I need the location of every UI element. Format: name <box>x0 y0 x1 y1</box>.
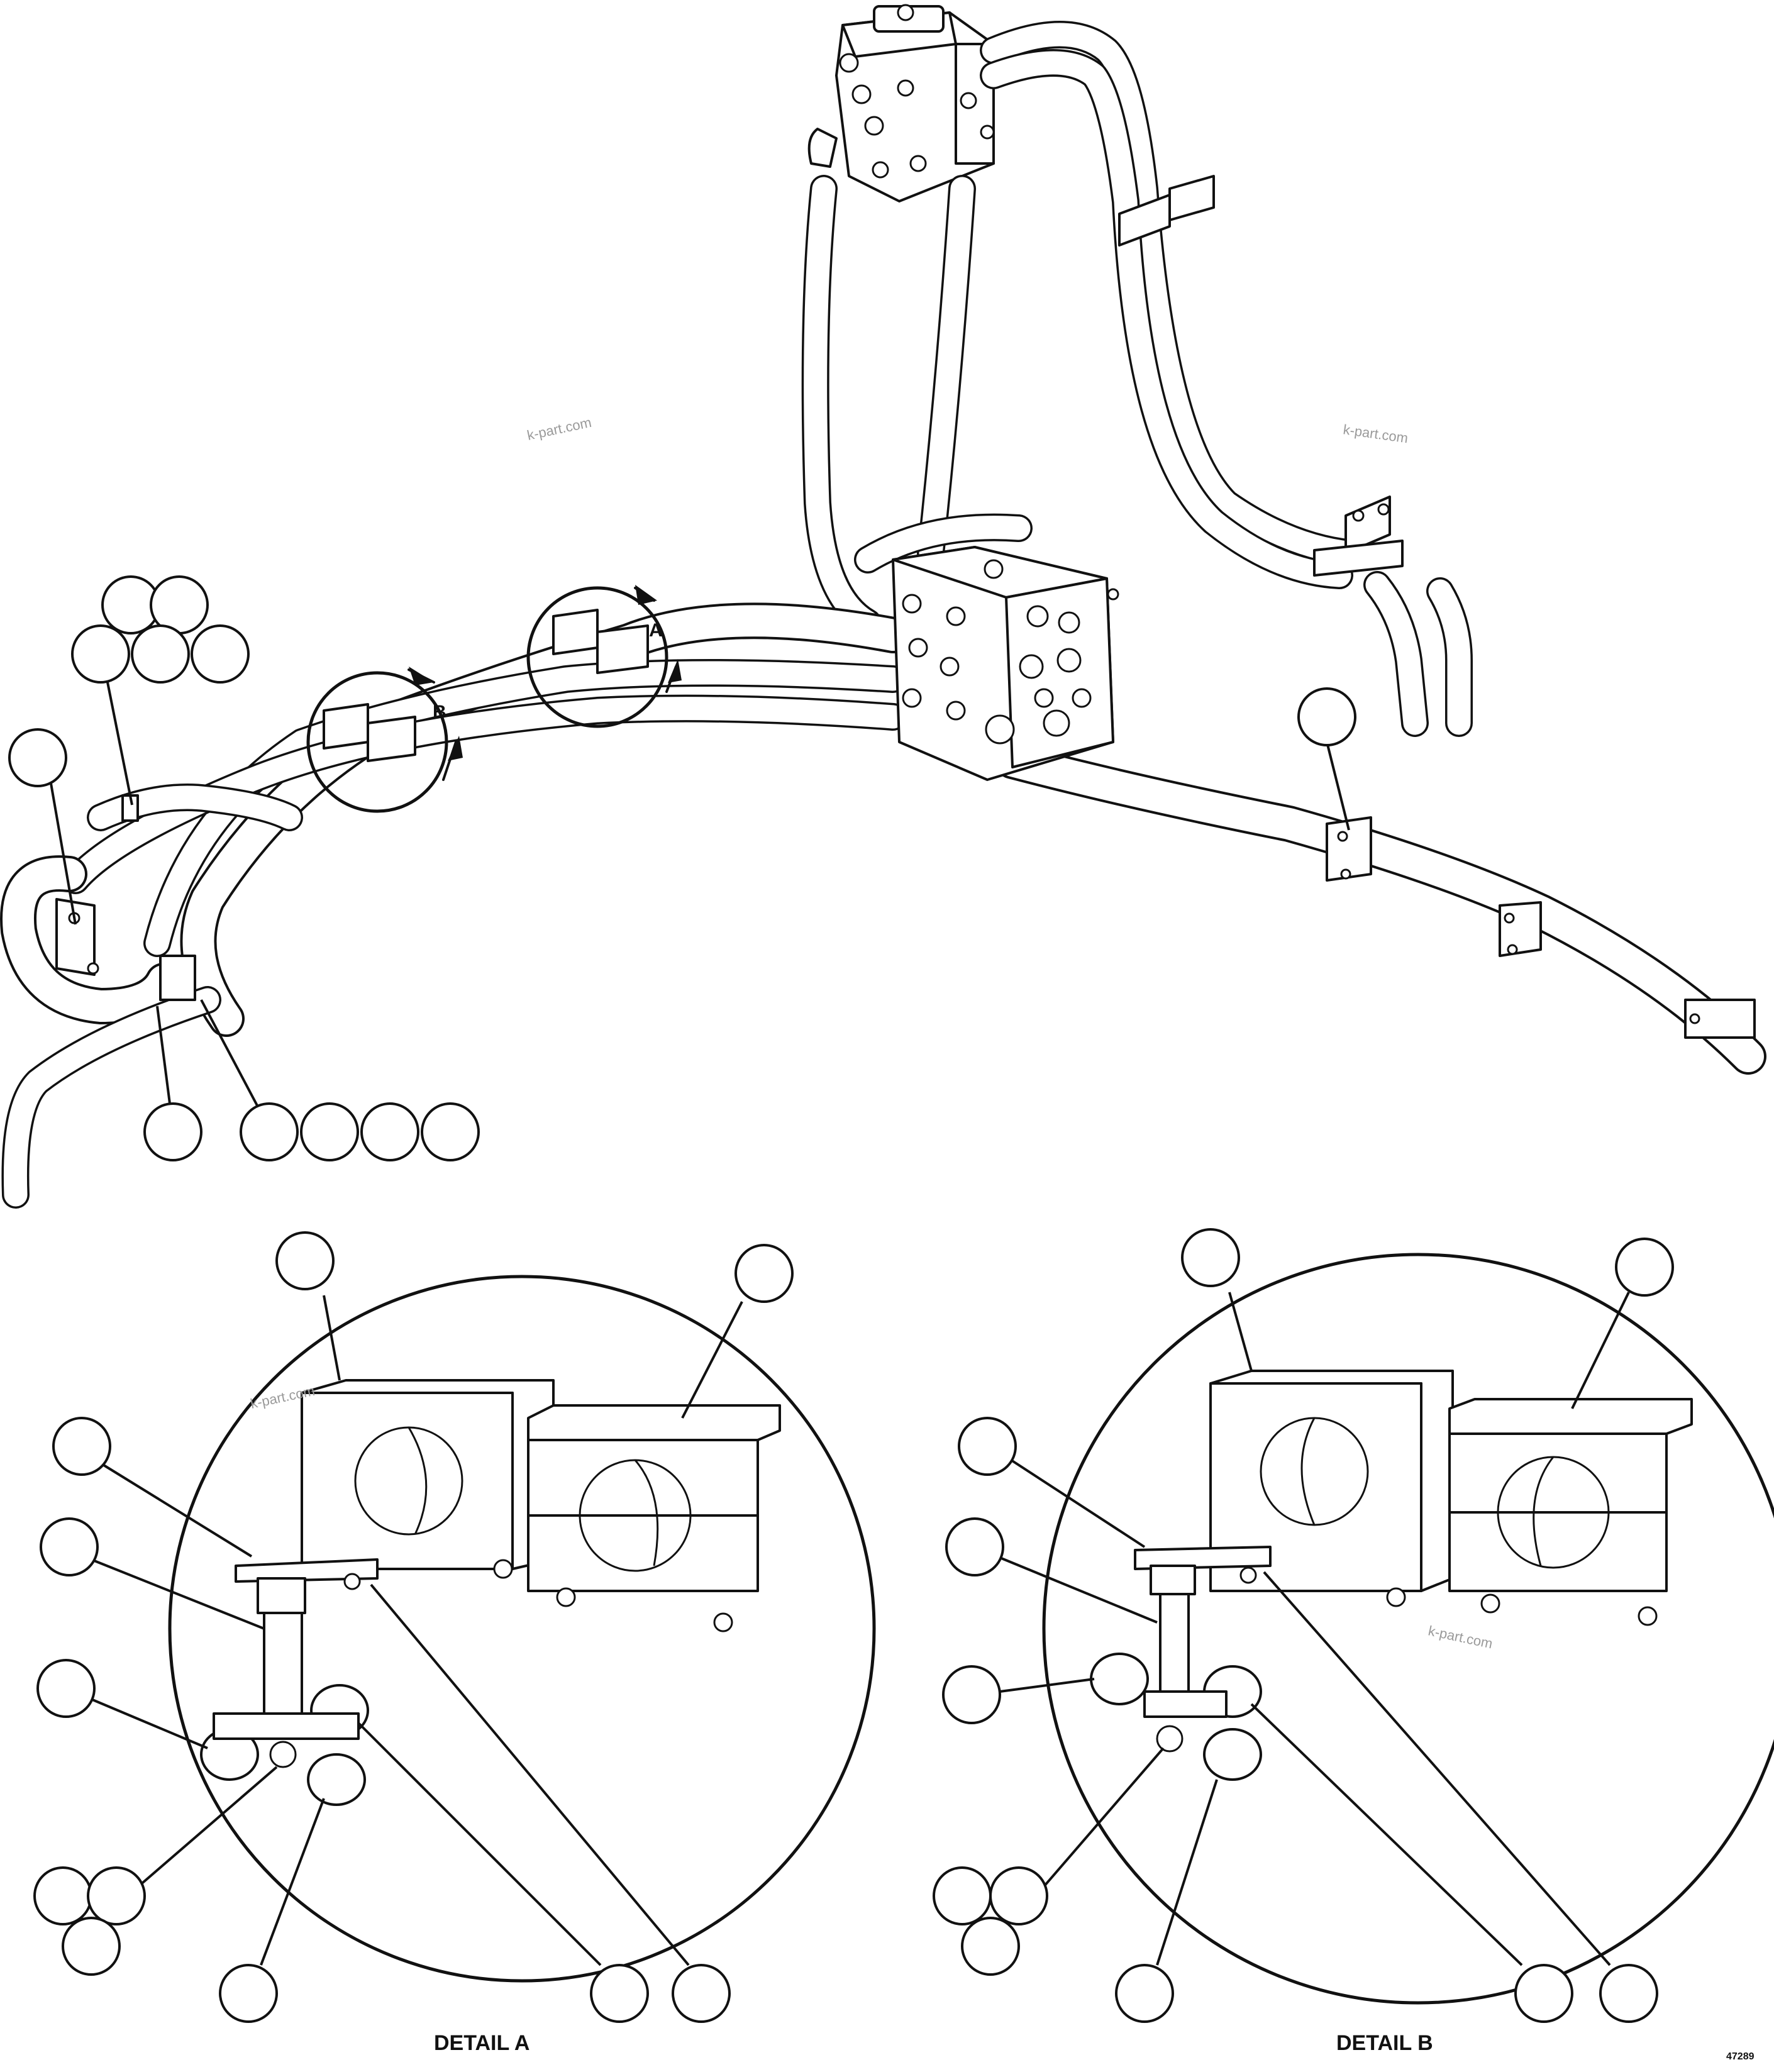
balloon <box>989 1866 1048 1925</box>
watermark-text: k-part.com <box>526 414 593 443</box>
balloon <box>131 624 190 684</box>
detail-callout-a: A <box>526 585 682 728</box>
detail-b-label: DETAIL B <box>1336 2031 1433 2055</box>
balloon <box>360 1102 419 1161</box>
top-valve-assembly <box>807 4 995 202</box>
balloon <box>672 1964 731 2023</box>
drawing-number: 47289 <box>1726 2051 1755 2062</box>
balloon <box>942 1665 1001 1724</box>
balloon <box>735 1244 794 1303</box>
hoses <box>0 21 1766 1209</box>
balloon <box>1297 687 1356 746</box>
balloon <box>240 1102 299 1161</box>
balloon <box>275 1231 335 1290</box>
clamp-brackets <box>55 175 1756 1039</box>
balloon <box>300 1102 359 1161</box>
balloon <box>33 1866 92 1925</box>
balloon <box>191 624 250 684</box>
watermark-text: k-part.com <box>1427 1622 1494 1651</box>
letter-a-label: A <box>649 620 663 641</box>
balloon <box>958 1417 1017 1476</box>
balloon <box>62 1917 121 1976</box>
letter-b-label: B <box>433 702 446 723</box>
detail-a-view: DETAIL A <box>33 1231 876 2055</box>
balloon <box>219 1964 278 2023</box>
detail-callout-b: B <box>306 667 463 813</box>
balloon <box>1615 1238 1674 1297</box>
main-valve-block <box>892 546 1119 781</box>
watermark-text: k-part.com <box>1342 421 1409 446</box>
balloon <box>961 1917 1020 1976</box>
balloon <box>1514 1964 1573 2023</box>
balloon <box>71 624 130 684</box>
balloon <box>1115 1964 1174 2023</box>
balloon <box>590 1964 649 2023</box>
top-balloons <box>8 575 1356 1161</box>
balloon <box>8 728 67 787</box>
balloon <box>421 1102 480 1161</box>
balloon <box>143 1102 202 1161</box>
balloon <box>933 1866 992 1925</box>
balloon <box>36 1659 96 1718</box>
detail-b-view: DETAIL B <box>933 1228 1774 2055</box>
balloon <box>87 1866 146 1925</box>
detail-a-label: DETAIL A <box>434 2031 529 2055</box>
balloon <box>52 1417 111 1476</box>
balloon <box>1599 1964 1658 2023</box>
balloon <box>1181 1228 1240 1287</box>
balloon <box>40 1517 99 1576</box>
balloon <box>945 1517 1004 1576</box>
